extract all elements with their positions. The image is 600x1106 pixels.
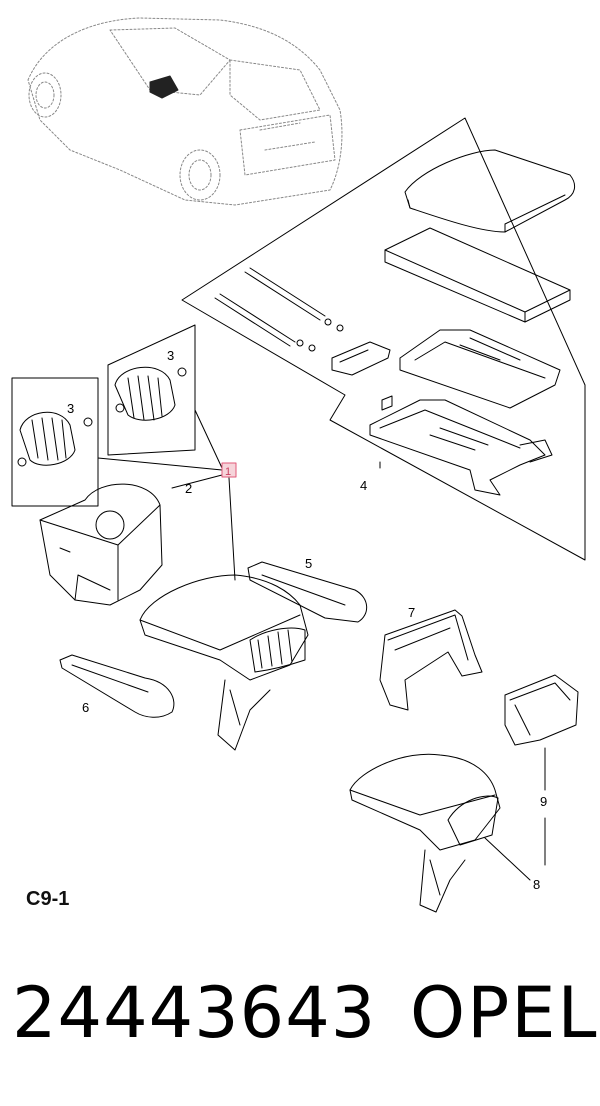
console-location-marker — [149, 75, 179, 99]
callout-4: 4 — [360, 478, 367, 493]
exploded-parts-diagram: 1 2 3 3 4 5 6 7 8 9 — [11, 17, 586, 913]
lower-tray — [369, 395, 553, 496]
vehicle-outline — [27, 17, 343, 206]
callout-9: 9 — [540, 794, 547, 809]
callout-3-right: 3 — [167, 348, 174, 363]
bracket-7 — [379, 609, 483, 711]
group-frame-3-left — [11, 377, 99, 507]
side-trim-6 — [59, 654, 175, 718]
armrest-pad — [384, 227, 571, 323]
callout-6: 6 — [82, 700, 89, 715]
group-frame-4 — [181, 117, 586, 561]
callout-2: 2 — [185, 481, 192, 496]
upper-rail — [399, 329, 561, 409]
leader-lines — [97, 409, 546, 881]
armrest-lid-top — [404, 149, 576, 233]
slider-clip — [331, 341, 391, 376]
section-code: C9-1 — [26, 888, 70, 910]
group-frame-3-right — [107, 324, 196, 456]
air-vent-right — [114, 366, 187, 421]
callout-1-highlight — [221, 462, 237, 478]
brand-name: OPEL — [410, 972, 599, 1054]
air-vent-left — [17, 411, 93, 467]
side-trim-5 — [247, 561, 368, 623]
armrest-assembly-1 — [139, 574, 309, 751]
vent-housing-9 — [504, 674, 579, 746]
callout-7: 7 — [408, 605, 415, 620]
armrest-assembly-8 — [349, 753, 501, 913]
callout-5: 5 — [305, 556, 312, 571]
callout-3-left: 3 — [67, 401, 74, 416]
callout-8: 8 — [533, 877, 540, 892]
callout-1: 1 — [225, 466, 231, 478]
guide-rods — [214, 267, 344, 352]
part-number: 24443643 — [12, 972, 377, 1054]
console-module-2 — [39, 483, 163, 606]
